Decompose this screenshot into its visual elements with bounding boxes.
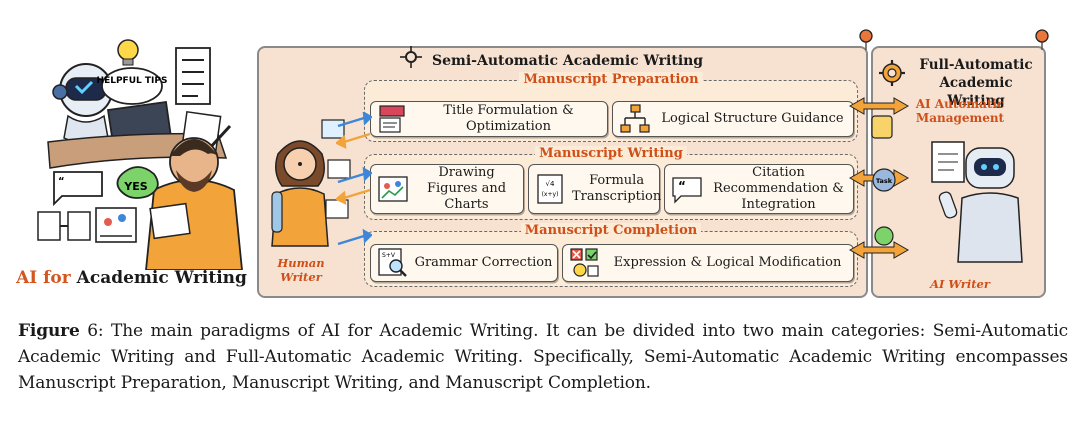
svg-text:“: “: [58, 176, 65, 187]
panel-link-arrows: Task: [848, 97, 910, 259]
ai-writer-label: AI Writer: [930, 277, 990, 291]
card-label: Drawing Figures and Charts: [426, 165, 507, 212]
quote-bubble-icon: “: [53, 171, 103, 207]
figure-chart-icon: [378, 176, 408, 202]
recycle-icon: [874, 226, 894, 246]
quote-icon: “: [672, 177, 702, 204]
svg-text:YES: YES: [123, 180, 147, 193]
group-title-completion: Manuscript Completion: [520, 223, 702, 238]
card-label: Grammar Correction: [414, 255, 553, 270]
helpful-tips-bubble: HELPFUL TIPS: [97, 67, 168, 105]
yes-bubble: YES: [116, 166, 159, 199]
ai-writer-robot: [931, 141, 1023, 263]
gear-icon: [879, 60, 905, 86]
chart-board-icon: [95, 207, 137, 243]
document-flow-icon: [37, 211, 91, 241]
checklist-icon: [175, 47, 211, 105]
human-writer-figure: [271, 119, 351, 247]
full-panel-subtitle: AI Automatic Management: [915, 97, 1005, 125]
left-illustration-title: AI for Academic Writing: [14, 268, 249, 288]
card-label: Title Formulation & Optimization: [443, 103, 574, 134]
card-logical-structure: Logical Structure Guidance: [612, 101, 854, 137]
svg-text:HELPFUL TIPS: HELPFUL TIPS: [97, 76, 168, 86]
formula-icon: √4 (x+y): [537, 174, 563, 204]
svg-text:√4: √4: [546, 180, 555, 188]
card-label: Logical Structure Guidance: [661, 111, 844, 126]
grammar-magnifier-icon: S+V: [378, 248, 407, 277]
pin-icons: [859, 29, 1049, 50]
card-title-formulation: Title Formulation & Optimization: [370, 101, 608, 137]
svg-text:Task: Task: [876, 177, 893, 185]
task-badge-icon: Task: [872, 168, 896, 192]
full-panel-title: Full-Automatic Academic Writing: [919, 57, 1033, 109]
svg-text:(x+y): (x+y): [542, 191, 559, 198]
network-gear-icon: [400, 46, 422, 68]
ai-academic-writing-illustration: HELPFUL TIPS: [8, 30, 254, 300]
left-title-accent: AI for: [16, 268, 71, 288]
caption-figure-label: Figure: [18, 321, 80, 341]
card-citation: “ Citation Recommendation & Integration: [664, 164, 854, 214]
semi-panel-title: Semi-Automatic Academic Writing: [432, 53, 704, 69]
card-grammar-correction: S+V Grammar Correction: [370, 244, 558, 282]
left-title-rest: Academic Writing: [70, 268, 247, 288]
card-drawing-figures: Drawing Figures and Charts: [370, 164, 524, 214]
caption-text: 6: The main paradigms of AI for Academic…: [18, 321, 1068, 393]
figure-caption: Figure 6: The main paradigms of AI for A…: [18, 318, 1068, 396]
card-label: Expression & Logical Modification: [613, 255, 842, 270]
card-label: Formula Transcription: [572, 173, 662, 204]
card-expression-modification: Expression & Logical Modification: [562, 244, 854, 282]
svg-text:S+V: S+V: [382, 252, 396, 259]
hierarchy-icon: [620, 104, 650, 133]
title-flag-icon: [379, 105, 405, 133]
lightbulb-icon: [117, 39, 139, 66]
check-cross-icon: [570, 248, 599, 277]
group-title-preparation: Manuscript Preparation: [519, 72, 703, 87]
human-writer-label: Human Writer: [277, 256, 325, 284]
human-to-groups-arrows: [336, 112, 372, 246]
database-icon: [871, 115, 893, 139]
group-title-writing: Manuscript Writing: [535, 146, 687, 161]
card-label: Citation Recommendation & Integration: [713, 165, 844, 212]
man-writer-figure: [145, 137, 243, 271]
card-formula-transcription: √4 (x+y) Formula Transcription: [528, 164, 661, 214]
illustration-svg: HELPFUL TIPS: [37, 39, 243, 271]
svg-text:“: “: [678, 179, 686, 193]
